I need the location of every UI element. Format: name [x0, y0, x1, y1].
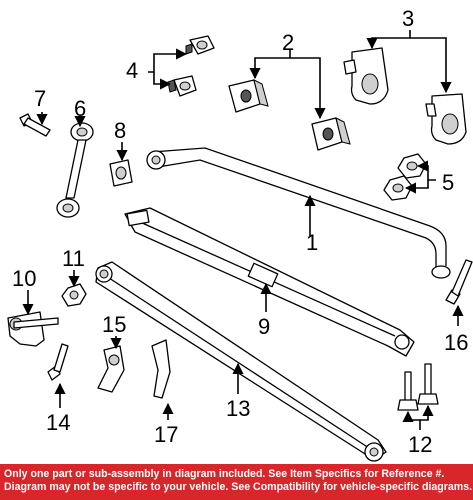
- stabilizer-bracket-right: [425, 93, 467, 145]
- leader-lines: [22, 30, 464, 430]
- disclaimer-banner: Only one part or sub-assembly in diagram…: [0, 464, 473, 500]
- callout-10: 10: [12, 266, 36, 291]
- hex-nut-upper: [397, 153, 427, 179]
- callout-15: 15: [102, 312, 126, 337]
- stabilizer-bushing-right: [311, 117, 351, 151]
- stabilizer-bushing-left: [228, 79, 269, 113]
- callout-12: 12: [408, 432, 432, 457]
- heat-shield: [151, 339, 171, 399]
- callout-6: 6: [74, 96, 86, 121]
- disclaimer-line-1: Only one part or sub-assembly in diagram…: [4, 468, 445, 480]
- callout-5: 5: [442, 170, 454, 195]
- stabilizer-bolt: [445, 259, 473, 305]
- callout-17: 17: [154, 422, 178, 447]
- hex-nut-lower: [383, 175, 413, 201]
- callout-2: 2: [282, 30, 294, 55]
- mounting-bracket: [7, 311, 59, 347]
- callout-7: 7: [34, 86, 46, 111]
- cam-bolt: [47, 343, 69, 381]
- stabilizer-link: [56, 122, 94, 218]
- callout-8: 8: [114, 118, 126, 143]
- mounting-bolt-left: [397, 371, 419, 411]
- mounting-bolt-right: [417, 363, 439, 405]
- callout-16: 16: [444, 330, 468, 355]
- link-bolt: [19, 113, 51, 137]
- stabilizer-bracket-left: [343, 47, 389, 105]
- link-bushing: [109, 159, 133, 187]
- upper-control-arm: [124, 207, 415, 357]
- parts-diagram: 1 2 3 4 5 6 7 8 9 10 11 12 13 14 15 16 1…: [7, 6, 473, 462]
- disclaimer-line-2: Diagram may not be specific to your vehi…: [4, 481, 473, 493]
- flange-nut-lower: [167, 75, 197, 97]
- callout-4: 4: [126, 58, 138, 83]
- callout-9: 9: [258, 314, 270, 339]
- callout-labels: 1 2 3 4 5 6 7 8 9 10 11 12 13 14 15 16 1…: [12, 6, 468, 457]
- flange-nut-upper: [185, 35, 215, 55]
- callout-11: 11: [62, 246, 85, 271]
- stabilizer-bar: [146, 147, 451, 279]
- callout-1: 1: [306, 230, 318, 255]
- adjuster-bracket: [97, 345, 125, 393]
- callout-3: 3: [402, 6, 414, 31]
- hex-nut: [61, 283, 87, 307]
- callout-13: 13: [226, 396, 250, 421]
- lower-control-arm: [95, 261, 387, 462]
- callout-14: 14: [46, 410, 70, 435]
